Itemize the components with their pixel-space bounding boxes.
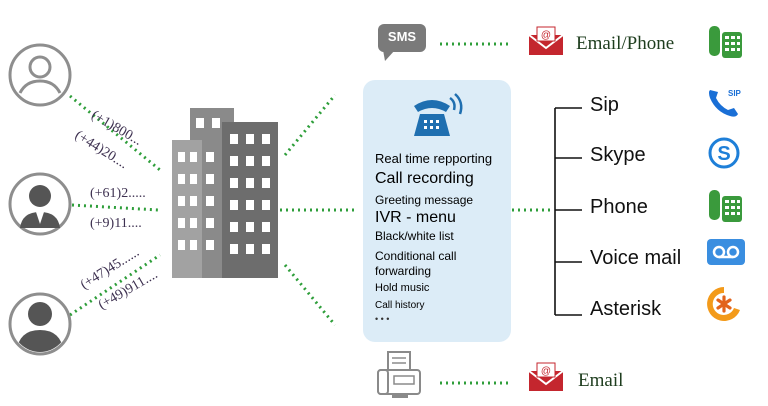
feature-item: Real time repporting <box>375 151 493 166</box>
incoming-number: (+61)2..... <box>90 186 146 201</box>
email-label: Email <box>578 370 624 391</box>
sms-bubble-tail <box>383 50 395 61</box>
feature-item: Call history <box>375 300 425 311</box>
channel-sip-label: Sip <box>590 94 619 116</box>
caller-businessman-icon <box>8 172 72 236</box>
more-indicator: • • • <box>375 314 390 324</box>
sip-icon-text: SIP <box>728 89 742 98</box>
channel-asterisk-label: Asterisk <box>590 298 662 320</box>
channel-voicemail-label: Voice mail <box>590 247 682 269</box>
feature-item: Conditional call <box>375 249 457 263</box>
sms-bubble-icon: SMS <box>378 24 426 52</box>
desk-phone-icon <box>709 26 742 58</box>
caller-person-icon <box>8 292 72 356</box>
svg-text:@: @ <box>541 366 551 377</box>
feature-item: Hold music <box>375 282 430 294</box>
voicemail-icon <box>707 239 745 265</box>
office-building-icon <box>172 108 278 278</box>
asterisk-icon <box>707 287 740 321</box>
channel-skype-label: Skype <box>590 144 646 166</box>
email-icon: @ <box>528 362 564 391</box>
sip-phone-icon: SIP <box>709 89 742 117</box>
skype-icon: S <box>708 137 740 169</box>
feature-item: forwarding <box>375 264 432 278</box>
feature-item: IVR - menu <box>375 209 456 226</box>
email-phone-label: Email/Phone <box>576 33 675 54</box>
svg-text:@: @ <box>541 30 551 41</box>
sms-label: SMS <box>387 29 417 44</box>
svg-text:S: S <box>717 143 730 165</box>
channel-phone-label: Phone <box>590 196 648 218</box>
caller-outline-icon <box>8 43 72 107</box>
feature-item: Black/white list <box>375 229 454 243</box>
email-icon: @ <box>528 26 564 55</box>
feature-item: Greeting message <box>375 193 474 207</box>
fax-machine-icon <box>377 351 421 398</box>
feature-item: Call recording <box>375 170 474 187</box>
telephone-icon <box>414 93 463 136</box>
incoming-number: (+9)11.... <box>90 216 142 231</box>
phone-handset-icon <box>709 190 742 222</box>
